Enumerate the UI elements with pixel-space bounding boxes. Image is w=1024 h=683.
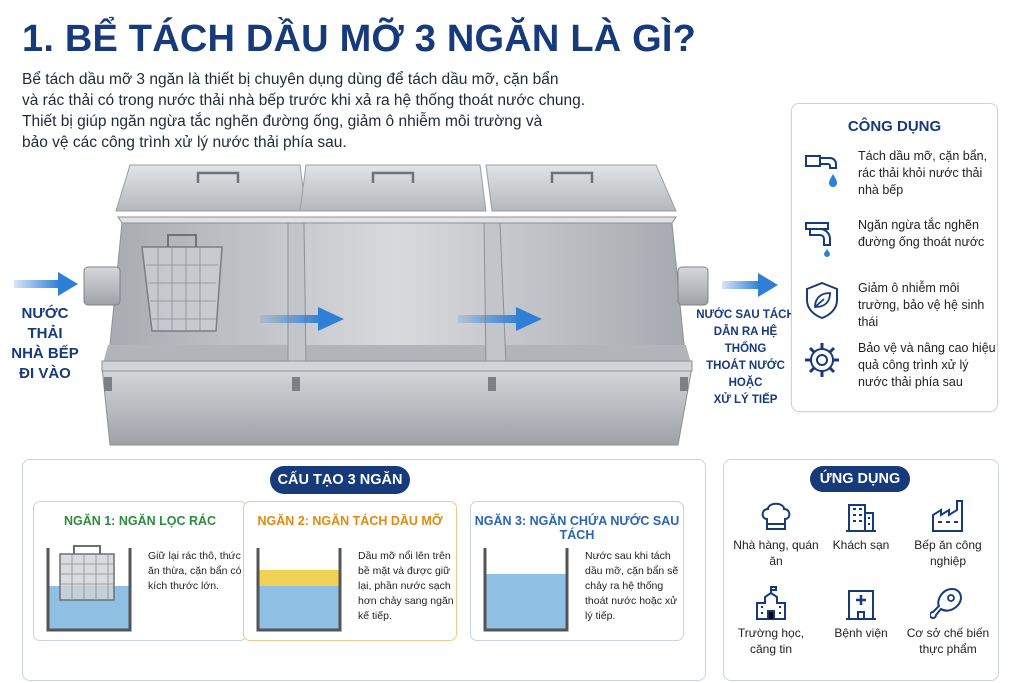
card-text: Nước sau khi tách dầu mỡ, cặn bẩn sẽ chả… <box>585 550 679 622</box>
page-title: 1. BỂ TÁCH DẦU MỠ 3 NGĂN LÀ GÌ? <box>22 18 697 60</box>
lid-3 <box>485 164 677 212</box>
outlet-label-line: DẪN RA HỆ THỐNG <box>713 326 778 355</box>
compartment-card-1: NGĂN 1: NGĂN LỌC RÁC Giữ lại rác thô, th… <box>33 501 247 641</box>
use-item: Bảo vệ và nâng cao hiệu quả công trình x… <box>800 340 996 400</box>
lid-handle <box>371 171 415 183</box>
card-title: NGĂN 2: NGĂN TÁCH DẦU MỠ <box>257 514 443 528</box>
application-label: Bếp ăn công nghiệp <box>914 538 982 568</box>
application-item: Bếp ăn công nghiệp <box>903 497 993 569</box>
use-text: Bảo vệ và nâng cao hiệu quả công trình x… <box>858 341 996 389</box>
applications-panel <box>723 459 999 681</box>
grease-trap-illustration <box>83 164 709 446</box>
pipe-icon <box>805 222 831 257</box>
strainer-basket <box>141 234 223 332</box>
application-label: Khách sạn <box>832 538 890 552</box>
use-text: Tách dầu mỡ, cặn bẩn, rác thải khỏi nước… <box>858 149 988 197</box>
intro-line: Thiết bị giúp ngăn ngừa tắc nghẽn đường … <box>22 113 543 130</box>
clasp <box>292 377 300 391</box>
use-item: Ngăn ngừa tắc nghẽn đường ống thoát nước <box>800 217 995 277</box>
application-label: Cơ sở chế biến thực phẩm <box>906 626 990 656</box>
inlet-label: NƯỚC THẢI NHÀ BẾP ĐI VÀO <box>4 304 86 384</box>
application-label: Trường học, căng tin <box>737 626 805 656</box>
inlet-label-line: NHÀ BẾP <box>11 345 79 362</box>
intro-line: và rác thải có trong nước thải nhà bếp t… <box>22 92 586 109</box>
divider-1 <box>287 222 307 366</box>
clear-water-compartment-figure <box>483 548 569 632</box>
compartment-card-2: NGĂN 2: NGĂN TÁCH DẦU MỠ Dầu mỡ nổi lên … <box>243 501 457 641</box>
grease-compartment-figure <box>256 548 342 632</box>
intro-line: Bể tách dầu mỡ 3 ngăn là thiết bị chuyên… <box>22 71 559 88</box>
meat-icon <box>930 587 962 619</box>
use-item: Giảm ô nhiễm môi trường, bảo vệ hệ sinh … <box>800 280 995 340</box>
school-icon <box>756 586 786 620</box>
shield-leaf-icon <box>806 281 838 320</box>
inlet-label-line: NƯỚC THẢI <box>21 305 69 342</box>
application-item: Cơ sở chế biến thực phẩm <box>903 585 993 657</box>
strainer-compartment-figure <box>46 545 132 632</box>
outlet-label-line: XỬ LÝ TIẾP <box>713 394 778 406</box>
structure-title: CẤU TẠO 3 NGĂN <box>270 466 410 494</box>
card-title: NGĂN 3: NGĂN CHỨA NƯỚC SAU TÁCH <box>474 514 680 542</box>
card-text: Dầu mỡ nổi lên trên bề mặt và được giữ l… <box>358 550 454 622</box>
flow-arrow-icon <box>260 307 344 331</box>
clasp <box>104 377 112 391</box>
tank-rim <box>117 216 677 224</box>
use-text: Ngăn ngừa tắc nghẽn đường ống thoát nước <box>858 218 985 249</box>
hotel-icon <box>846 504 876 532</box>
hospital-icon <box>846 590 876 620</box>
tank-front <box>101 366 693 446</box>
inlet-pipe <box>83 266 121 306</box>
applications-title: ỨNG DỤNG <box>810 466 910 492</box>
flow-arrow-icon <box>458 307 542 331</box>
clasp <box>488 377 496 391</box>
compartment-card-3: NGĂN 3: NGĂN CHỨA NƯỚC SAU TÁCH Nước sau… <box>470 501 684 641</box>
clasp <box>680 377 688 391</box>
lid-handle <box>550 171 594 183</box>
outlet-label: NƯỚC SAU TÁCH DẪN RA HỆ THỐNG THOÁT NƯỚC… <box>693 307 798 409</box>
application-item: Khách sạn <box>816 497 906 553</box>
card-text: Giữ lại rác thô, thức ăn thừa, cặn bẩn c… <box>148 550 242 592</box>
use-text: Giảm ô nhiễm môi trường, bảo vệ hệ sinh … <box>858 281 985 329</box>
factory-icon <box>932 500 963 532</box>
application-item: Nhà hàng, quán ăn <box>731 497 821 569</box>
uses-panel: CÔNG DỤNG Tách dầu mỡ, cặn bẩn, rác thải… <box>791 103 998 412</box>
card-title: NGĂN 1: NGĂN LỌC RÁC <box>63 514 217 528</box>
intro-line: bảo vệ các công trình xử lý nước thải ph… <box>22 134 347 151</box>
lid-2 <box>299 164 487 212</box>
inlet-arrow-icon <box>14 272 78 296</box>
application-item: Bệnh viện <box>816 585 906 641</box>
inlet-label-line: ĐI VÀO <box>19 365 71 382</box>
outlet-pipe <box>677 266 709 306</box>
faucet-drop-icon <box>805 155 837 187</box>
tank-front-rim <box>101 360 693 372</box>
outlet-label-line: NƯỚC SAU TÁCH <box>696 309 795 321</box>
intro-paragraph: Bể tách dầu mỡ 3 ngăn là thiết bị chuyên… <box>22 69 586 153</box>
use-item: Tách dầu mỡ, cặn bẩn, rác thải khỏi nước… <box>800 148 995 208</box>
application-item: Trường học, căng tin <box>726 585 816 657</box>
gear-icon <box>805 343 839 377</box>
outlet-arrow-icon <box>722 273 778 297</box>
chef-hat-icon <box>761 502 791 530</box>
application-label: Nhà hàng, quán ăn <box>733 538 819 568</box>
uses-title: CÔNG DỤNG <box>847 118 942 135</box>
application-label: Bệnh viện <box>834 626 888 640</box>
lid-handle <box>196 171 240 183</box>
outlet-label-line: THOÁT NƯỚC HOẶC <box>706 360 785 389</box>
